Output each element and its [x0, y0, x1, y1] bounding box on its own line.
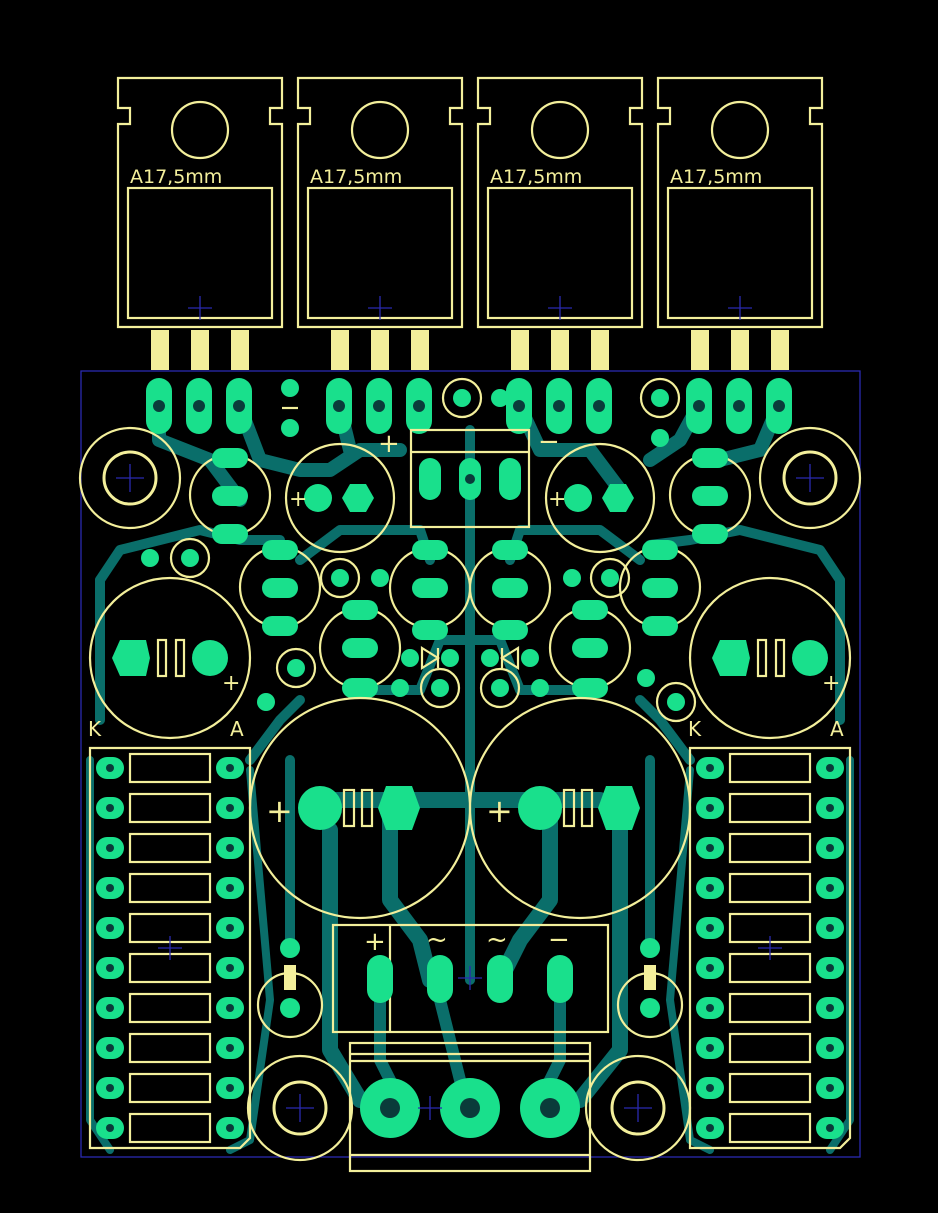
copper-traces — [86, 398, 854, 1154]
resistor-row — [96, 1112, 244, 1144]
resistor-row — [696, 952, 844, 984]
resistor-row — [696, 872, 844, 904]
board-outline — [80, 370, 861, 1158]
bridge-ac-1: ~ — [426, 925, 448, 955]
resistor-row — [96, 872, 244, 904]
svg-text:+: + — [266, 792, 293, 830]
electrolytic-caps-large: + + + + — [88, 576, 852, 920]
transistor-q2: A17,5mm — [296, 76, 464, 370]
small-components — [188, 448, 752, 698]
transistor-label: A17,5mm — [310, 166, 402, 188]
resistor-row — [696, 992, 844, 1024]
film-caps — [141, 377, 697, 723]
resistor-row — [96, 832, 244, 864]
mounting-holes — [78, 426, 862, 1162]
bridge-plus: + — [364, 927, 386, 957]
svg-text:+: + — [548, 487, 566, 512]
resistor-row — [696, 832, 844, 864]
transistor-q3: A17,5mm — [476, 76, 644, 370]
output-connector: + − — [378, 427, 560, 529]
label-k-left: K — [88, 717, 102, 741]
bridge-ac-2: ~ — [486, 925, 508, 955]
resistor-row — [96, 752, 244, 784]
transistor-q1: A17,5mm — [116, 76, 284, 370]
minus-mark: − — [538, 427, 560, 457]
resistor-row — [696, 912, 844, 944]
plus-mark: + — [378, 429, 400, 459]
transistor-label: A17,5mm — [490, 166, 582, 188]
label-a-left: A — [230, 717, 244, 741]
transistor-label: A17,5mm — [670, 166, 762, 188]
resistor-array-left: K A — [88, 717, 252, 1150]
svg-text:+: + — [486, 792, 513, 830]
transistor-q4: A17,5mm — [656, 76, 824, 370]
power-terminal-block — [348, 1041, 592, 1173]
resistor-row — [96, 792, 244, 824]
resistor-row — [696, 1072, 844, 1104]
svg-text:+: + — [222, 671, 240, 696]
resistor-row — [96, 912, 244, 944]
resistor-row — [96, 1072, 244, 1104]
svg-text:+: + — [822, 671, 840, 696]
resistor-array-right: K A — [688, 717, 852, 1150]
electrolytic-caps-small: + + — [284, 442, 656, 554]
diodes — [401, 646, 539, 670]
bridge-minus: − — [548, 925, 570, 955]
svg-text:+: + — [289, 487, 307, 512]
resistor-row — [96, 992, 244, 1024]
resistor-row — [696, 1032, 844, 1064]
bridge-caps — [256, 938, 684, 1039]
resistor-row — [96, 1032, 244, 1064]
resistor-row — [696, 1112, 844, 1144]
transistor-label: A17,5mm — [130, 166, 222, 188]
resistor-row — [696, 792, 844, 824]
transistor-pads — [146, 378, 792, 434]
bridge-rectifier: + ~ ~ − — [331, 923, 610, 1034]
label-a-right: A — [830, 717, 844, 741]
label-k-right: K — [688, 717, 702, 741]
resistor-row — [696, 752, 844, 784]
